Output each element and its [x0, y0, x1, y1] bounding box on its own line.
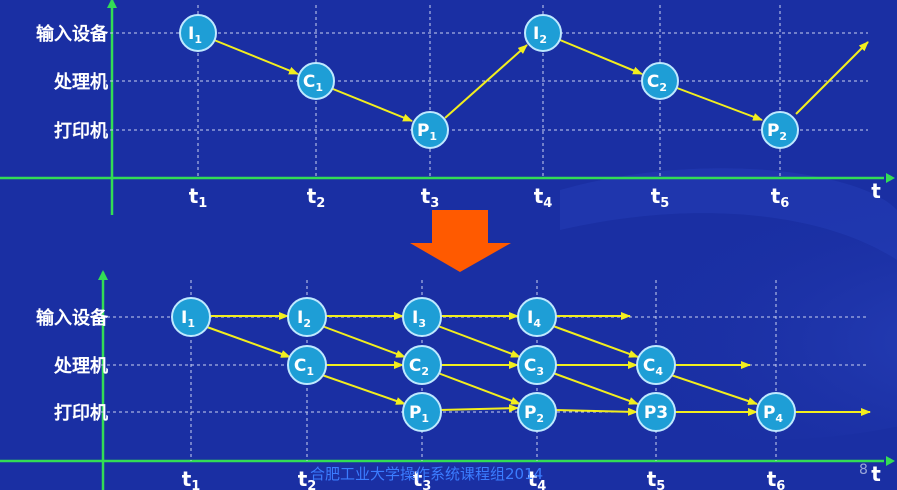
task-node-label: C1 [303, 72, 323, 94]
tick-label: t5 [651, 184, 670, 211]
task-node-label: I2 [533, 24, 547, 46]
flow-arrow [795, 41, 869, 115]
y-axis-arrowhead [107, 0, 117, 8]
tick-label: t6 [771, 184, 790, 211]
task-node: C1 [297, 62, 335, 100]
task-node-label: C2 [409, 356, 429, 378]
flow-arrow [554, 407, 638, 416]
task-node: P2 [517, 392, 557, 432]
task-node: P4 [756, 392, 796, 432]
task-node: I4 [517, 297, 557, 337]
tick-label: t2 [307, 184, 326, 211]
task-node-label: I1 [181, 308, 195, 330]
task-node-label: P2 [524, 403, 544, 425]
task-node-label: P1 [417, 121, 437, 143]
task-node-label: P1 [409, 403, 429, 425]
tick-label: t5 [647, 467, 666, 490]
tick-label: t4 [534, 184, 553, 211]
task-node-label: C4 [643, 356, 663, 378]
row-label: 输入设备 [36, 307, 109, 329]
flow-arrow [332, 88, 413, 122]
tick-label: t1 [189, 184, 208, 211]
flow-arrow [552, 372, 639, 405]
task-node-label: I3 [412, 308, 426, 330]
tick-label: t2 [298, 467, 317, 490]
x-axis-arrowhead [886, 173, 895, 183]
task-node-label: C3 [524, 356, 544, 378]
task-node: I2 [287, 297, 327, 337]
tick-label: t3 [413, 467, 432, 490]
task-node-label: P4 [763, 403, 783, 425]
task-node: I1 [179, 14, 217, 52]
task-node-label: C2 [647, 72, 667, 94]
tick-label: t6 [767, 467, 786, 490]
flow-arrow [559, 39, 643, 75]
row-label: 处理机 [53, 355, 108, 377]
down-arrow-icon [410, 210, 511, 272]
flow-arrow [676, 87, 763, 121]
task-node: I2 [524, 14, 562, 52]
tick-label: t4 [528, 467, 547, 490]
flow-arrow [437, 325, 521, 358]
y-axis-arrowhead [98, 270, 108, 280]
task-node: P1 [411, 111, 449, 149]
tick-label: t1 [182, 467, 201, 490]
flow-arrow [670, 374, 758, 405]
task-node-label: P3 [644, 403, 668, 423]
x-axis-arrowhead [886, 456, 895, 466]
task-node: P1 [402, 392, 442, 432]
flow-arrow [213, 39, 299, 75]
flow-arrow [206, 326, 291, 358]
footer-credit: 合肥工业大学操作系统课程组2014 [310, 465, 544, 483]
task-node-label: C1 [294, 356, 314, 378]
task-node: P3 [636, 392, 676, 432]
row-label: 处理机 [53, 71, 108, 93]
page-number: 8 [859, 462, 868, 478]
row-label: 打印机 [54, 402, 108, 424]
task-node: I3 [402, 297, 442, 337]
task-node: P2 [761, 111, 799, 149]
task-node: I1 [171, 297, 211, 337]
task-node: C1 [287, 345, 327, 385]
task-node-label: I1 [188, 24, 202, 46]
flow-arrow [321, 374, 406, 405]
flow-arrow [321, 325, 406, 358]
flow-arrow [437, 372, 521, 405]
row-label: 打印机 [54, 120, 108, 142]
time-axis-label: t [871, 179, 881, 203]
flow-arrow [439, 404, 519, 413]
flow-arrow [552, 325, 639, 358]
task-node: C4 [636, 345, 676, 385]
task-node-label: P2 [767, 121, 787, 143]
task-node-label: I2 [297, 308, 311, 330]
task-node: C2 [402, 345, 442, 385]
row-label: 输入设备 [36, 23, 109, 45]
tick-label: t3 [421, 184, 440, 211]
time-axis-label: t [871, 462, 881, 486]
task-node: C2 [641, 62, 679, 100]
task-node: C3 [517, 345, 557, 385]
flow-arrow [444, 44, 528, 119]
task-node-label: I4 [527, 308, 541, 330]
